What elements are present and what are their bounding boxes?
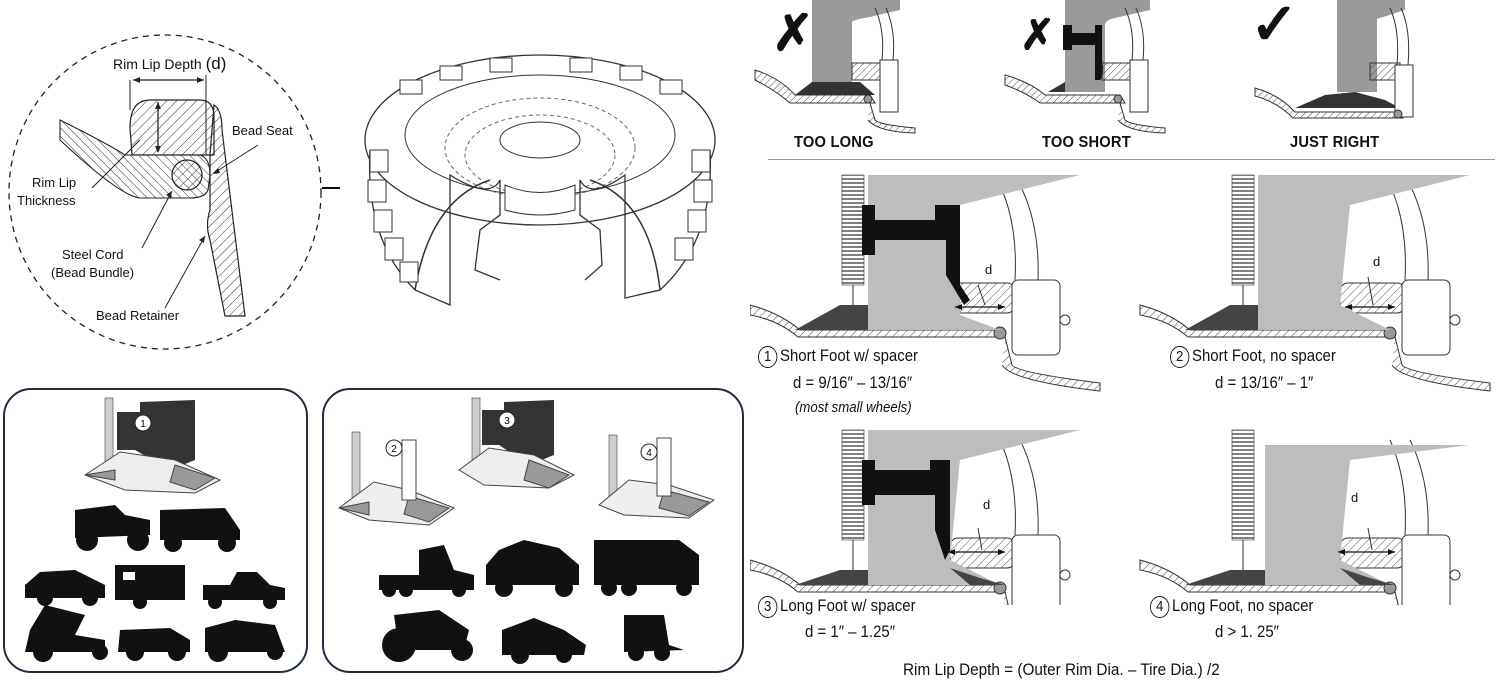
steel-cord-label-line1: Steel Cord <box>62 247 124 262</box>
rim-lip <box>129 99 215 156</box>
fit-examples-drawing <box>754 0 1495 160</box>
d-dimension-label: d <box>1373 254 1381 269</box>
bead-seat-label: Bead Seat <box>232 123 293 138</box>
backhoe-icon <box>502 618 586 664</box>
just-right-diagram <box>1254 0 1414 119</box>
vehicle-panel-large-wheels: 2 3 4 <box>322 388 744 673</box>
d-dimension-label: d <box>983 497 991 512</box>
number-3-badge: 3 <box>758 596 778 618</box>
configuration-grid: d d d d <box>750 165 1500 605</box>
number-4-badge: 4 <box>1150 596 1170 618</box>
configuration-drawings <box>750 174 1491 605</box>
rim-lip-depth-label: Rim Lip Depth (d) <box>113 54 227 73</box>
config-4-diagram <box>1139 429 1491 605</box>
car-icon <box>25 570 105 606</box>
config-4-range: d > 1. 25″ <box>1215 622 1279 641</box>
svg-text:2: 2 <box>391 444 397 455</box>
tool-2-illustration: 2 <box>337 431 456 526</box>
small-wheel-tools-and-vehicles: 1 <box>25 397 285 662</box>
tire-cutaway-illustration <box>340 40 740 340</box>
x-mark-icon: ✗ <box>772 5 814 61</box>
rim-cross-section-drawing <box>8 34 340 350</box>
config-3-diagram <box>750 429 1101 605</box>
tractor-icon <box>382 610 473 662</box>
too-long-diagram <box>754 0 916 134</box>
just-right-caption: JUST RIGHT <box>1290 134 1380 151</box>
check-mark-icon: ✓ <box>1250 0 1299 57</box>
number-2-badge: 2 <box>1170 346 1190 368</box>
bead-retainer-wall <box>206 103 246 317</box>
x-mark-icon: ✗ <box>1020 11 1056 58</box>
steel-cord-label-line2: (Bead Bundle) <box>51 265 135 280</box>
config-3-range: d = 1″ – 1.25″ <box>805 622 896 641</box>
steel-cord-circle <box>171 159 203 191</box>
sprint-car-icon <box>25 605 108 662</box>
camper-trailer-icon <box>115 565 185 609</box>
dump-truck-icon <box>594 540 699 596</box>
rim-detail-callout: Rim Lip Depth (d) Bead Seat Rim Lip Thic… <box>0 0 340 360</box>
too-short-diagram <box>1004 0 1166 134</box>
config-1-diagram <box>750 174 1101 392</box>
utv-icon <box>160 508 240 552</box>
d-dimension-label: d <box>1351 490 1359 505</box>
svg-text:3: 3 <box>504 416 510 427</box>
too-long-caption: TOO LONG <box>794 134 874 151</box>
svg-text:1: 1 <box>140 419 146 430</box>
svg-text:4: 4 <box>646 448 652 459</box>
config-2-range: d = 13/16″ – 1″ <box>1215 373 1314 392</box>
tool-1-illustration: 1 <box>83 397 222 494</box>
large-wheel-tools-and-vehicles: 2 3 4 <box>337 397 716 664</box>
number-1-badge: 1 <box>758 346 778 368</box>
fit-examples-row: ✗ ✗ ✓ TOO LONG TOO SHORT JUST RIGHT <box>750 0 1500 160</box>
riding-mower-icon <box>205 620 285 662</box>
config-1-note: (most small wheels) <box>795 399 912 416</box>
semi-truck-icon <box>379 545 474 597</box>
atv-icon <box>75 505 150 551</box>
vehicle-silhouettes <box>379 540 699 664</box>
d-dimension-label: d <box>985 262 993 277</box>
too-short-caption: TOO SHORT <box>1042 134 1131 151</box>
config-1-range: d = 9/16″ – 13/16″ <box>793 373 913 392</box>
vehicle-panel-small-wheels: 1 <box>3 388 308 673</box>
bead-retainer-label: Bead Retainer <box>96 308 180 323</box>
config-2-diagram <box>1139 174 1491 392</box>
callout-circle <box>8 34 322 350</box>
tire-cutaway-drawing <box>364 54 716 306</box>
rim-lip-thickness-label-line2: Thickness <box>17 193 76 208</box>
jeep-icon <box>118 628 190 661</box>
rim-lip-thickness-label-line1: Rim Lip <box>32 175 77 190</box>
rim-lip-depth-formula: Rim Lip Depth = (Outer Rim Dia. – Tire D… <box>903 660 1220 679</box>
skid-steer-icon <box>624 615 684 661</box>
vehicle-silhouettes <box>25 505 285 662</box>
tool-3-illustration: 3 <box>458 397 576 489</box>
tool-4-illustration: 4 <box>598 434 716 519</box>
military-humvee-icon <box>486 540 579 597</box>
pickup-truck-icon <box>203 572 285 609</box>
